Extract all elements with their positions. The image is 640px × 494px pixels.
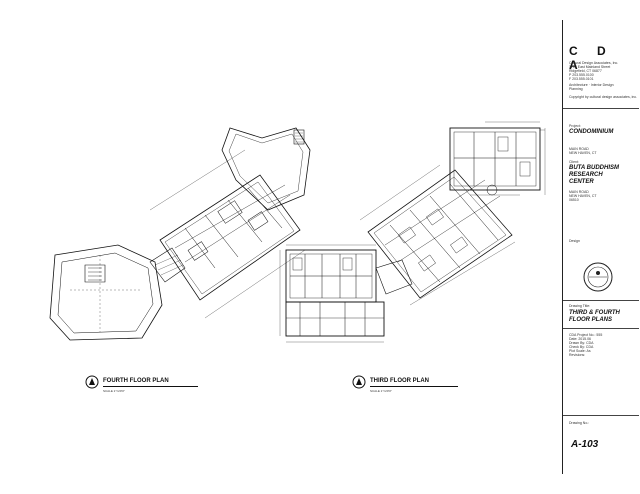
north-arrow-icon xyxy=(85,375,99,389)
client-address: 06510 xyxy=(569,198,579,202)
fourth-floor-caption: FOURTH FLOOR PLAN xyxy=(103,378,169,384)
project-name: CONDOMINIUM xyxy=(569,129,614,135)
drawing-title-label: Drawing Title: xyxy=(569,304,591,308)
copyright: Copyright by cultural design associates,… xyxy=(569,95,638,99)
drawing-title: FLOOR PLANS xyxy=(569,317,612,323)
firm-detail: F 203.555.0101 xyxy=(569,77,594,81)
project-address: MAIN ROAD xyxy=(569,147,589,151)
project-info: Revisions: xyxy=(569,353,586,357)
divider xyxy=(563,108,639,109)
third-floor-scale: SCALE 1"=20'0" xyxy=(370,389,392,393)
client-name: BUTA BUDDHISM xyxy=(569,165,619,171)
client-name: CENTER xyxy=(569,179,594,185)
firm-logo: C D A xyxy=(569,44,614,72)
caption-rule xyxy=(370,386,458,387)
client-address: MAIN ROAD xyxy=(569,190,589,194)
project-address: NEW HAVEN, CT xyxy=(569,151,597,155)
project-info: Check By: CDA xyxy=(569,345,594,349)
third-floor-caption: THIRD FLOOR PLAN xyxy=(370,378,429,384)
seal-label: Design xyxy=(569,239,580,243)
project-info: CDA Project No.: 555 xyxy=(569,333,603,337)
client-address: NEW HAVEN, CT xyxy=(569,194,597,198)
firm-detail: Cultural Design Associates, Inc. xyxy=(569,61,619,65)
divider xyxy=(563,300,639,301)
north-arrow-icon xyxy=(352,375,366,389)
firm-detail: P 203.555.0100 xyxy=(569,73,594,77)
sheet-number: A-103 xyxy=(571,439,599,450)
project-info: Plot Scale: As xyxy=(569,349,591,353)
fourth-floor-plan xyxy=(49,127,311,341)
third-floor-plan xyxy=(279,121,546,343)
project-label: Project: xyxy=(569,124,581,128)
caption-rule xyxy=(103,386,198,387)
divider xyxy=(563,415,639,416)
architect-seal-icon xyxy=(583,262,613,292)
firm-services: Planning xyxy=(569,87,583,91)
firm-detail: 1702 East Mainland Street xyxy=(569,65,611,69)
project-info: Date: 2015.06 xyxy=(569,337,591,341)
firm-detail: Ridgefield, CT 06877 xyxy=(569,69,602,73)
firm-services: Architecture · Interior Design xyxy=(569,83,614,87)
floor-plans-drawing xyxy=(49,121,546,343)
fourth-floor-scale: SCALE 1"=20'0" xyxy=(103,389,125,393)
divider xyxy=(563,328,639,329)
client-label: Client: xyxy=(569,160,579,164)
drawing-no-label: Drawing No.: xyxy=(569,421,590,425)
client-name: RESEARCH xyxy=(569,172,603,178)
project-info: Drawn By: CDA xyxy=(569,341,594,345)
title-block: C D A Cultural Design Associates, Inc. 1… xyxy=(562,20,639,474)
drawing-title: THIRD & FOURTH xyxy=(569,310,620,316)
